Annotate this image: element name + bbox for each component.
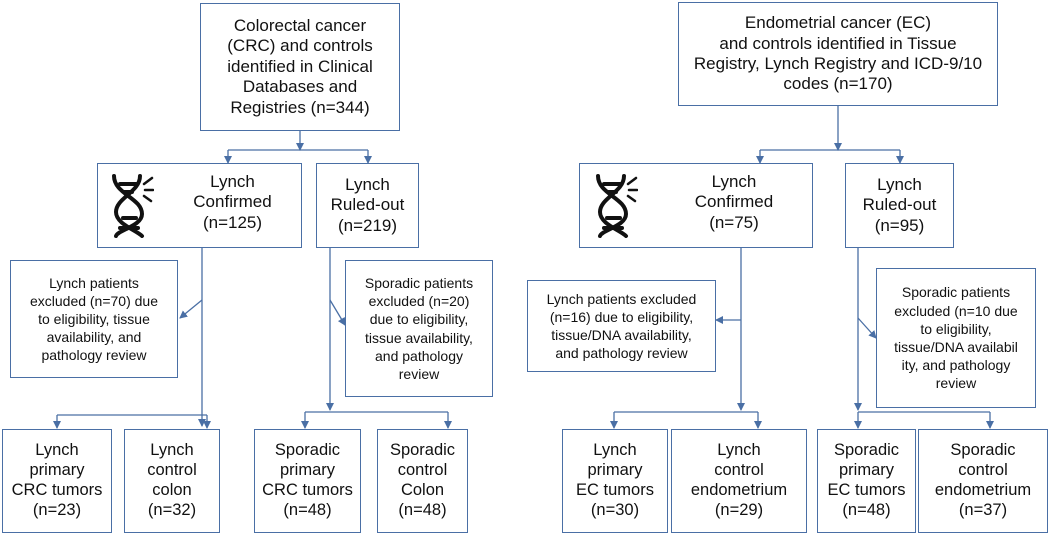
crc-outcome-sporadic-control-text: Sporadic control Colon (n=48)	[389, 441, 456, 519]
crc-ruledout-box: Lynch Ruled-out (n=219)	[316, 163, 419, 248]
ec-outcome-lynch-primary: Lynch primary EC tumors (n=30)	[562, 429, 668, 533]
crc-sporadic-excluded-text: Sporadic patients excluded (n=20) due to…	[364, 274, 474, 382]
ec-sporadic-excluded-box: Sporadic patients excluded (n=10 due to …	[876, 268, 1036, 408]
ec-sporadic-excluded-text: Sporadic patients excluded (n=10 due to …	[894, 284, 1018, 392]
ec-confirmed-text: Lynch Confirmed (n=75)	[694, 172, 774, 232]
crc-outcome-lynch-primary: Lynch primary CRC tumors (n=23)	[2, 429, 112, 533]
crc-lynch-excluded-text: Lynch patients excluded (n=70) due to el…	[29, 274, 159, 364]
crc-source-text: Colorectal cancer (CRC) and controls ide…	[227, 16, 373, 117]
ec-confirmed-box: Lynch Confirmed (n=75)	[579, 163, 813, 248]
dna-icon	[112, 174, 154, 238]
crc-outcome-sporadic-primary: Sporadic primary CRC tumors (n=48)	[254, 429, 361, 533]
crc-sporadic-excluded-box: Sporadic patients excluded (n=20) due to…	[345, 260, 493, 397]
ec-sporadic-exclude-arrow	[857, 317, 877, 339]
ec-lynch-excluded-box: Lynch patients excluded (n=16) due to el…	[527, 280, 716, 372]
ec-source-text: Endometrial cancer (EC) and controls ide…	[693, 13, 983, 94]
crc-lynch-exclude-arrow	[179, 299, 203, 319]
ec-outcome-lynch-control-text: Lynch control endometrium (n=29)	[690, 441, 788, 519]
crc-outcome-lynch-control: Lynch control colon (n=32)	[124, 429, 220, 533]
ec-outcome-lynch-control: Lynch control endometrium (n=29)	[671, 429, 807, 533]
dna-icon	[596, 174, 638, 238]
ec-outcome-lynch-primary-text: Lynch primary EC tumors (n=30)	[576, 441, 654, 519]
crc-source-box: Colorectal cancer (CRC) and controls ide…	[200, 3, 400, 131]
crc-outcome-lynch-primary-text: Lynch primary CRC tumors (n=23)	[11, 441, 103, 519]
ec-ruledout-box: Lynch Ruled-out (n=95)	[845, 163, 954, 248]
ec-outcome-sporadic-primary: Sporadic primary EC tumors (n=48)	[817, 429, 916, 533]
crc-outcome-sporadic-control: Sporadic control Colon (n=48)	[377, 429, 468, 533]
ec-outcome-sporadic-control-text: Sporadic control endometrium (n=37)	[934, 441, 1032, 519]
crc-lynch-excluded-box: Lynch patients excluded (n=70) due to el…	[10, 260, 178, 378]
crc-confirmed-text: Lynch Confirmed (n=125)	[193, 172, 272, 232]
ec-lynch-excluded-text: Lynch patients excluded (n=16) due to el…	[546, 290, 697, 362]
ec-outcome-sporadic-primary-text: Sporadic primary EC tumors (n=48)	[827, 441, 906, 519]
ec-outcome-sporadic-control: Sporadic control endometrium (n=37)	[918, 429, 1048, 533]
crc-outcome-lynch-control-text: Lynch control colon (n=32)	[147, 441, 197, 519]
crc-sporadic-exclude-arrow	[329, 299, 346, 326]
crc-ruledout-text: Lynch Ruled-out (n=219)	[330, 174, 405, 235]
crc-outcome-sporadic-primary-text: Sporadic primary CRC tumors (n=48)	[262, 441, 353, 519]
ec-source-box: Endometrial cancer (EC) and controls ide…	[678, 2, 998, 106]
crc-confirmed-box: Lynch Confirmed (n=125)	[97, 163, 302, 248]
ec-ruledout-text: Lynch Ruled-out (n=95)	[862, 174, 937, 235]
